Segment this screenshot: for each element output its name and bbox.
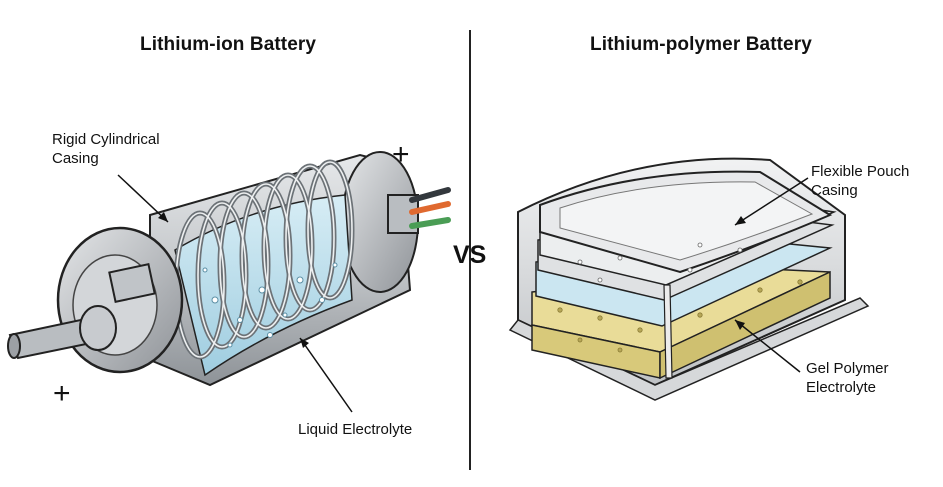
casing-callout-line1: Rigid Cylindrical	[52, 131, 160, 148]
pouch-casing-callout: Flexible Pouch Casing	[811, 162, 909, 200]
cylindrical-cell-illustration	[7, 151, 451, 413]
liquid-electrolyte-callout: Liquid Electrolyte	[298, 421, 413, 438]
gel-callout-line1: Gel Polymer	[806, 360, 889, 377]
positive-terminal-bottom-icon: +	[53, 377, 71, 410]
gel-callout-line	[734, 319, 801, 373]
vs-label: VS	[453, 241, 487, 269]
left-diagram-title: Lithium-ion Battery	[140, 34, 317, 55]
wire-green	[409, 217, 451, 229]
pouch-callout-line2: Casing	[811, 182, 858, 199]
electrolyte-callout-line	[299, 337, 353, 413]
pouch-callout-line	[734, 177, 809, 226]
gel-callout-line2: Electrolyte	[806, 379, 877, 396]
pouch-cell-illustration	[508, 157, 870, 401]
casing-callout-line2: Casing	[52, 150, 99, 167]
gel-electrolyte-callout: Gel Polymer Electrolyte	[806, 359, 889, 397]
wire-dark	[409, 187, 451, 203]
positive-terminal-top-icon: +	[392, 138, 410, 171]
pouch-callout-line1: Flexible Pouch	[811, 163, 910, 180]
casing-callout-line	[117, 174, 169, 223]
casing-callout: Rigid Cylindrical Casing	[52, 130, 160, 168]
right-diagram-title: Lithium-polymer Battery	[590, 34, 812, 55]
wire-red	[409, 201, 451, 215]
